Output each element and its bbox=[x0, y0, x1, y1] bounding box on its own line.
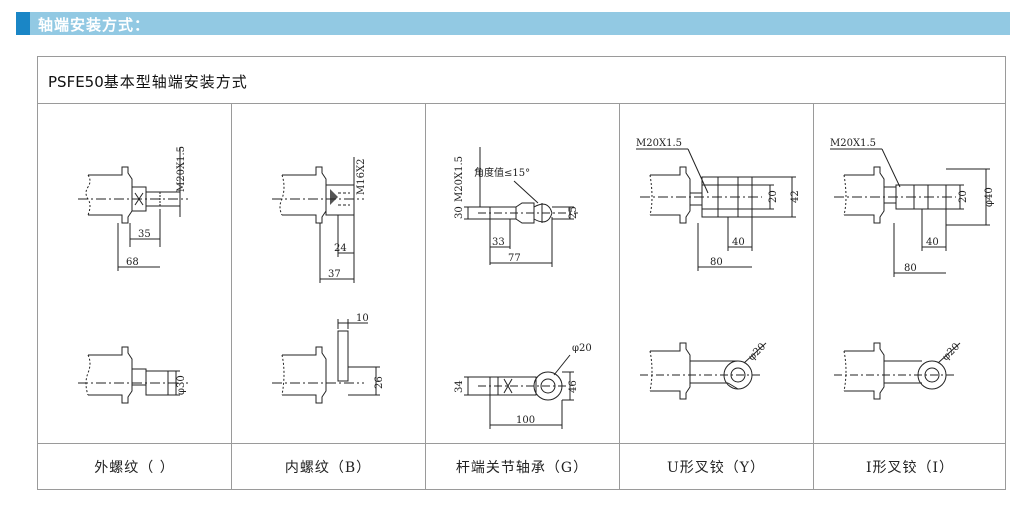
column-divider bbox=[231, 103, 232, 489]
dim-label: 24 bbox=[334, 243, 347, 254]
dim-label: M20X1.5 bbox=[636, 138, 682, 149]
dim-label: 42 bbox=[790, 190, 801, 203]
dim-label: φ30 bbox=[176, 375, 187, 395]
i-clevis-side-view bbox=[830, 148, 990, 277]
dim-label: 34 bbox=[454, 380, 465, 393]
dim-label: 40 bbox=[926, 237, 939, 248]
dim-label: M20X1.5 bbox=[830, 138, 876, 149]
rod-end-side-view bbox=[464, 147, 578, 267]
int-thread-front-view bbox=[272, 319, 380, 404]
dim-label: 46 bbox=[568, 380, 579, 393]
label-rod-end-bearing: 杆端关节轴承（G） bbox=[455, 460, 589, 476]
dim-label: 68 bbox=[126, 257, 139, 268]
dim-label: φ20 bbox=[572, 343, 592, 354]
rod-end-front-view bbox=[464, 354, 574, 429]
dim-label: 20 bbox=[768, 190, 779, 203]
dim-label: 角度值≤15° bbox=[474, 166, 530, 179]
label-external-thread: 外螺纹（ ） bbox=[94, 460, 175, 476]
dim-label: 33 bbox=[492, 237, 505, 248]
label-u-clevis: U形叉铰（Y） bbox=[666, 460, 766, 476]
column-divider bbox=[813, 103, 814, 489]
u-clevis-side-view bbox=[636, 148, 796, 271]
model-code: PSFE50 bbox=[48, 73, 104, 91]
dim-label: M16X2 bbox=[356, 159, 367, 195]
drawing-table: PSFE50基本型轴端安装方式 外螺纹（ ） 内螺纹（B） 杆端关节轴承（G） … bbox=[37, 56, 1006, 490]
table-title: PSFE50基本型轴端安装方式 bbox=[48, 71, 248, 92]
ext-thread-side-view bbox=[78, 147, 188, 271]
dim-label: 100 bbox=[516, 415, 535, 426]
dim-label: 80 bbox=[710, 257, 723, 268]
section-header: 轴端安装方式： bbox=[16, 12, 1010, 35]
label-i-clevis: I形叉铰（I） bbox=[865, 460, 955, 476]
dim-label: M20X1.5 bbox=[176, 146, 187, 192]
dim-label: 77 bbox=[508, 253, 521, 264]
table-subtitle: 基本型轴端安装方式 bbox=[103, 73, 248, 91]
int-thread-side-view bbox=[272, 157, 364, 283]
dim-label: 30 bbox=[454, 206, 465, 219]
dim-label: 25 bbox=[568, 206, 579, 219]
dim-label: 80 bbox=[904, 263, 917, 274]
dim-label: 20 bbox=[958, 190, 969, 203]
u-clevis-front-view bbox=[640, 342, 767, 400]
dim-label: M20X1.5 bbox=[454, 156, 465, 202]
dim-label: φ40 bbox=[984, 187, 995, 207]
dim-label: 35 bbox=[138, 229, 151, 240]
column-divider bbox=[619, 103, 620, 489]
mounting-drawings: M20X1.5 35 68 φ30 M16X2 24 37 10 26 M20X… bbox=[78, 138, 995, 429]
section-marker bbox=[16, 12, 30, 35]
dim-label: 40 bbox=[732, 237, 745, 248]
dim-label: 37 bbox=[328, 269, 341, 280]
label-internal-thread: 内螺纹（B） bbox=[284, 460, 372, 476]
header-divider bbox=[38, 103, 1005, 104]
dim-label: 10 bbox=[356, 313, 369, 324]
i-clevis-front-view bbox=[834, 342, 961, 400]
label-divider bbox=[38, 443, 1005, 444]
column-divider bbox=[425, 103, 426, 489]
ext-thread-front-view bbox=[78, 346, 188, 404]
section-title: 轴端安装方式： bbox=[38, 16, 151, 34]
dim-label: 26 bbox=[374, 376, 385, 389]
